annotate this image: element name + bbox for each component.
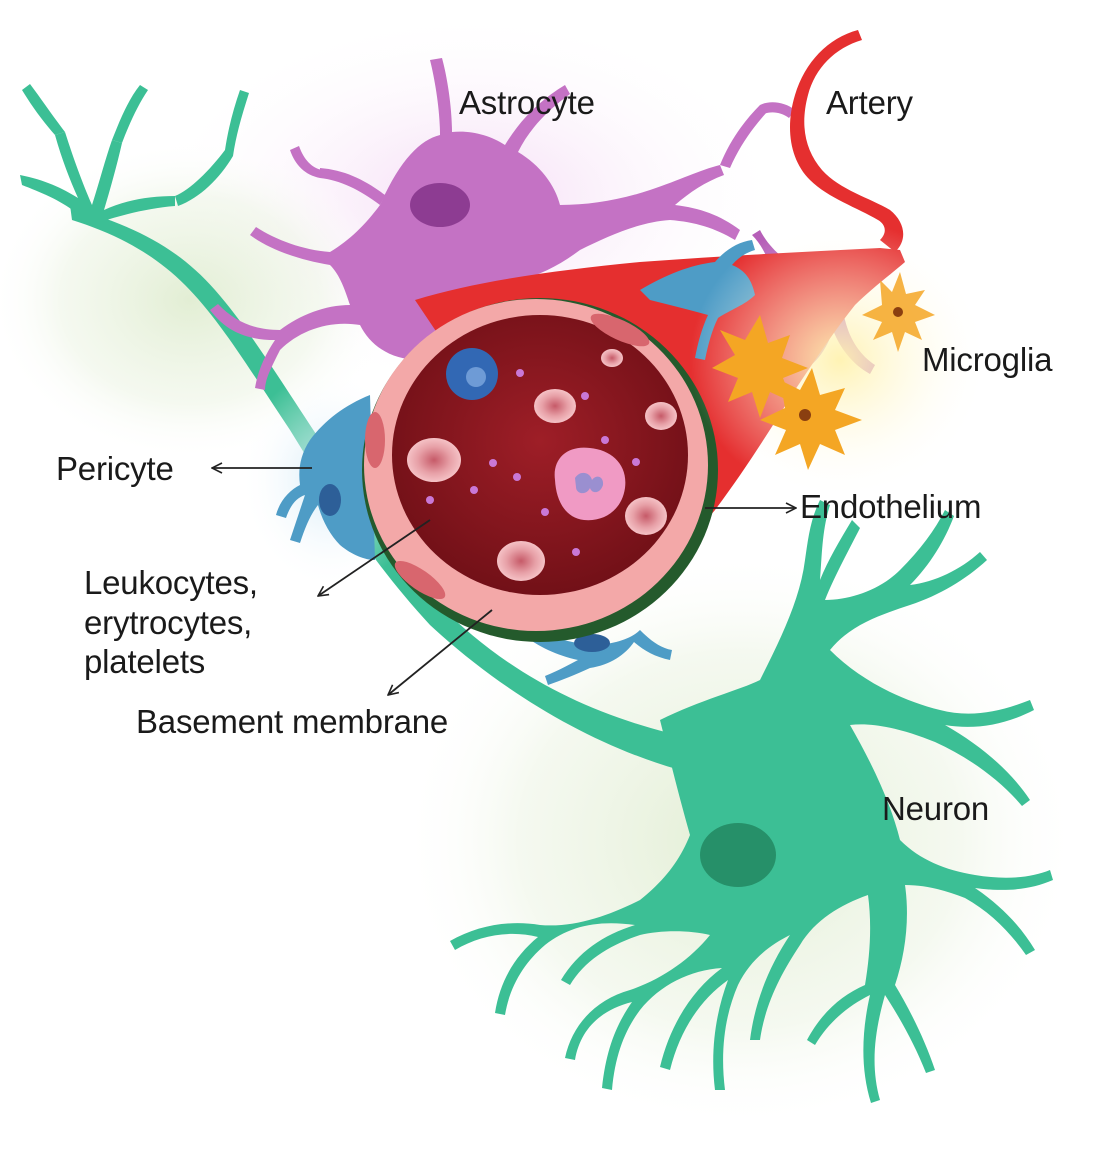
pericyte-label: Pericyte [56, 450, 174, 487]
astrocyte-body [210, 58, 740, 390]
neuron-left-dendrites [20, 132, 175, 222]
annotation-arrows [212, 468, 796, 695]
microglia-nucleus [799, 409, 811, 421]
neuron-label: Neuron [882, 790, 990, 827]
erythrocyte [497, 541, 545, 581]
platelet [632, 458, 640, 466]
neuron [20, 84, 1053, 1103]
leukocyte-nucleus [575, 472, 604, 494]
endothelium-label: Endothelium [800, 488, 982, 525]
pericyte-left [276, 395, 375, 560]
erythrocyte [407, 438, 461, 482]
platelet [489, 459, 497, 467]
microglia-cell-2 [760, 368, 862, 470]
pericyte-nucleus-left [319, 484, 341, 516]
endothelial-cell [394, 560, 446, 600]
pericyte-bottom [495, 600, 672, 685]
erythrocyte [534, 389, 576, 423]
platelet [516, 369, 524, 377]
blood-cells-label-line: Leukocytes, [84, 564, 258, 601]
endothelial-cell [365, 412, 385, 468]
basement-membrane-label: Basement membrane [136, 703, 449, 740]
blood-cells-label-line: erytrocytes, [84, 603, 253, 641]
platelet [581, 392, 589, 400]
artery-top-vessel [790, 30, 904, 252]
platelet [572, 548, 580, 556]
astrocyte-label: Astrocyte [459, 84, 595, 121]
microglia [690, 220, 990, 500]
vessel-cross-section [362, 298, 718, 642]
pericyte-nucleus-bottom [574, 634, 610, 652]
neuron-soma [450, 500, 1053, 1103]
neuron-left-dendrite-2 [22, 84, 148, 143]
blood-cells-label: Leukocytes, erytrocytes, platelets [84, 563, 258, 682]
neuron-left-dendrite-3 [175, 90, 249, 206]
erythrocyte [625, 497, 667, 535]
neuron-nucleus [700, 823, 776, 887]
microglia-label: Microglia [922, 341, 1053, 378]
endothelial-cell [590, 313, 650, 347]
blood-cells-arrow [318, 519, 431, 596]
basement-membrane-arrow [388, 609, 493, 695]
astrocyte-process-right [720, 102, 795, 168]
astrocyte-process-upper-left [290, 146, 385, 205]
platelet [470, 486, 478, 494]
astrocyte-nucleus [410, 183, 470, 227]
artery-label: Artery [826, 84, 913, 121]
microglia-nucleus [893, 307, 903, 317]
platelet [601, 436, 609, 444]
blood-cells-label-line: platelets [84, 643, 206, 681]
platelet [426, 496, 434, 504]
erythrocyte [645, 402, 677, 430]
microglia-glow [690, 220, 990, 500]
platelet [541, 508, 549, 516]
erythrocyte [601, 349, 623, 367]
monocyte-inner [466, 367, 486, 387]
platelet [513, 473, 521, 481]
